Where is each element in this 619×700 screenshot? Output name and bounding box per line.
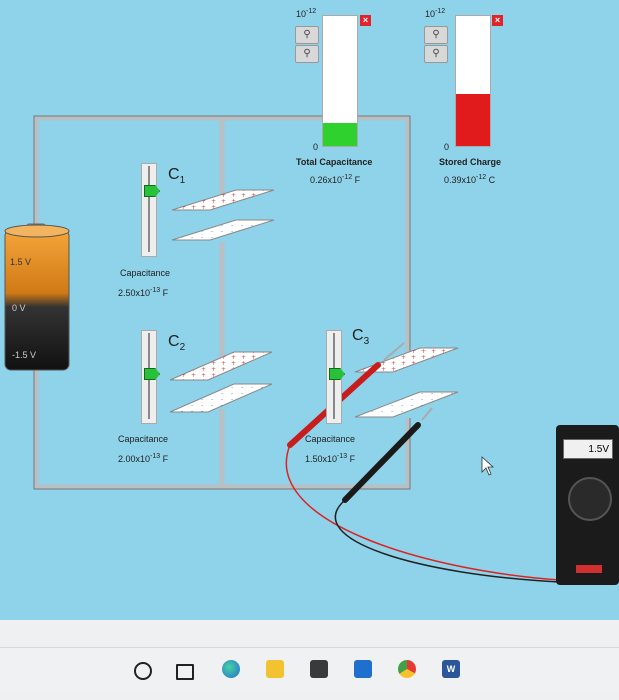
voltmeter-display: 1.5V	[563, 439, 613, 459]
stored-charge-title: Stored Charge	[439, 157, 502, 167]
total-capacitance-zero: 0	[313, 142, 319, 152]
voltmeter-dial[interactable]	[568, 477, 612, 521]
red-probe[interactable]	[287, 342, 405, 448]
task-view-icon[interactable]	[176, 664, 194, 680]
c1-symbol: C1	[168, 166, 186, 187]
zoom-out-icon[interactable]: ⚲	[424, 45, 448, 63]
close-icon[interactable]: ×	[360, 15, 371, 26]
circuit-wires	[33, 115, 411, 490]
c2-symbol: C2	[168, 333, 186, 354]
c1-capacitance-label: Capacitance	[120, 268, 171, 278]
total-capacitance-value: 0.26x10-12 F	[310, 174, 361, 185]
simulation-area	[0, 0, 619, 620]
stored-charge-fill	[456, 94, 490, 146]
edge-icon[interactable]	[222, 660, 240, 678]
zoom-in-icon[interactable]: ⚲	[295, 26, 319, 44]
battery-top-label: 1.5 V	[10, 257, 32, 267]
mouse-cursor	[481, 456, 495, 476]
capacitor-c1[interactable]	[171, 189, 275, 241]
total-capacitance-scale-label: 10-12	[296, 8, 317, 19]
file-explorer-icon[interactable]	[266, 660, 284, 678]
mail-icon[interactable]	[354, 660, 372, 678]
c3-capacitance-label: Capacitance	[305, 434, 356, 444]
store-icon[interactable]	[310, 660, 328, 678]
total-capacitance-title: Total Capacitance	[296, 157, 373, 167]
black-probe[interactable]	[342, 407, 433, 503]
c2-capacitance-label: Capacitance	[118, 434, 169, 444]
capacitor-c3[interactable]	[354, 347, 459, 418]
c1-capacitance-slider[interactable]	[141, 163, 157, 257]
voltmeter-port	[576, 565, 602, 573]
total-capacitance-bar	[322, 15, 358, 147]
zoom-in-icon[interactable]: ⚲	[424, 26, 448, 44]
capacitor-c2[interactable]	[169, 351, 273, 413]
chrome-icon[interactable]	[398, 660, 416, 678]
word-icon[interactable]: W	[442, 660, 460, 678]
c2-slider-thumb[interactable]	[144, 368, 160, 380]
c1-capacitance-value: 2.50x10-13 F	[118, 287, 169, 298]
voltmeter-leads	[285, 444, 561, 583]
stored-charge-zero: 0	[444, 142, 450, 152]
zoom-out-icon[interactable]: ⚲	[295, 45, 319, 63]
taskbar	[0, 647, 619, 693]
c3-symbol: C3	[352, 327, 370, 348]
stored-charge-value: 0.39x10-12 C	[444, 174, 496, 185]
battery-mid-label: 0 V	[12, 303, 26, 313]
circuit-canvas: + -	[4, 115, 561, 583]
stored-charge-bar	[455, 15, 491, 147]
c1-slider-thumb[interactable]	[144, 185, 160, 197]
battery-bottom-label: -1.5 V	[12, 350, 37, 360]
close-icon[interactable]: ×	[492, 15, 503, 26]
c3-slider-thumb[interactable]	[329, 368, 345, 380]
total-capacitance-fill	[323, 122, 357, 146]
stored-charge-scale-label: 10-12	[425, 8, 446, 19]
battery[interactable]	[4, 223, 70, 371]
c2-capacitance-value: 2.00x10-13 F	[118, 453, 169, 464]
c3-capacitance-value: 1.50x10-13 F	[305, 453, 356, 464]
search-icon[interactable]	[134, 662, 152, 680]
